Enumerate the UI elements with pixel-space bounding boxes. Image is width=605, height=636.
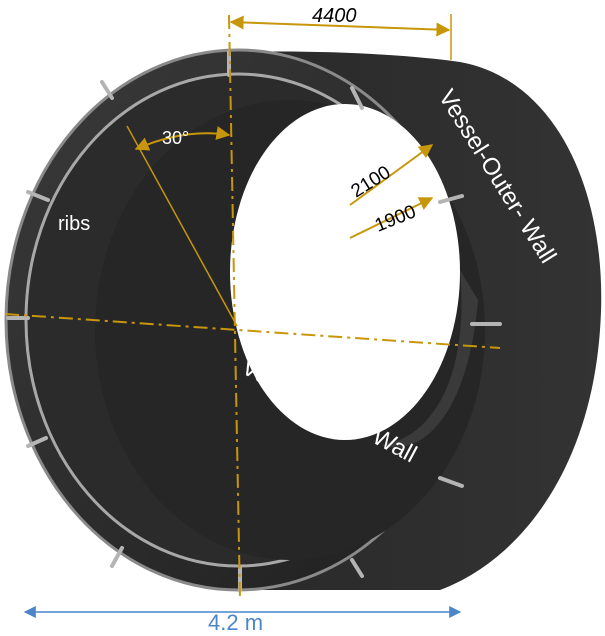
rib [350, 86, 364, 110]
ribs-group [6, 50, 502, 592]
rib [110, 546, 124, 568]
rib [26, 436, 48, 448]
diameter-label: 4.2 m [208, 610, 263, 635]
angle-label: 30° [162, 128, 189, 148]
rib [438, 476, 464, 488]
inner-radius-arrow [349, 197, 434, 239]
ribs-label: ribs [58, 213, 90, 235]
length-label: 4400 [312, 5, 357, 27]
outer-radius-arrow [349, 144, 434, 206]
rib [100, 80, 114, 100]
angle-arc [134, 126, 231, 151]
length-dimension-line [229, 15, 451, 37]
rib [26, 190, 50, 202]
horizontal-centerline [4, 313, 501, 349]
rib [438, 194, 464, 204]
inner-wall-shading [380, 270, 478, 448]
rib-angle-line [126, 125, 238, 327]
vertical-centerline [228, 14, 241, 601]
rib [350, 558, 364, 578]
far-opening [230, 104, 460, 440]
